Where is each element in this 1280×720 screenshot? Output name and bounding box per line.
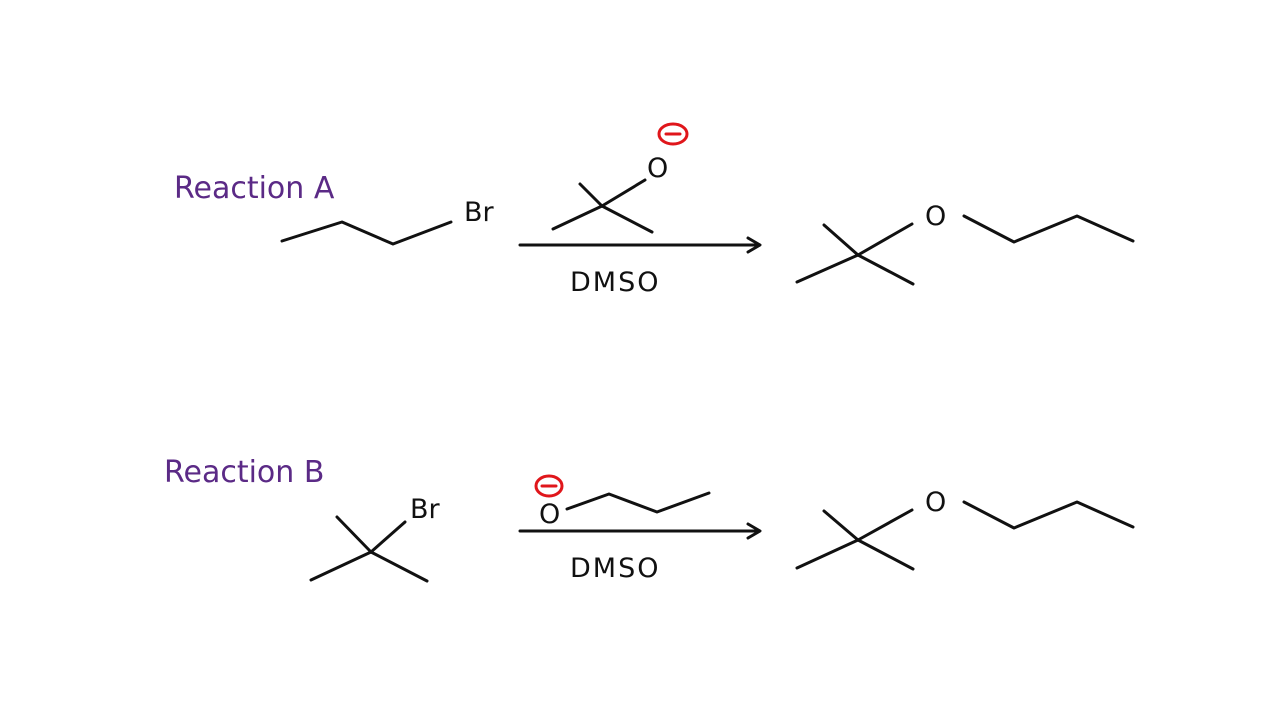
reaction-b-reagent-oxygen: O <box>539 499 560 530</box>
negative-charge-icon <box>657 122 689 146</box>
reaction-a-solvent: DMSO <box>570 267 660 298</box>
reagent-a-bond-2 <box>578 182 604 208</box>
reagent-a-bond-1 <box>551 204 604 231</box>
reaction-a-reactant-chain <box>280 220 453 246</box>
reaction-a-title: Reaction A <box>174 171 335 206</box>
reagent-a-bond-3 <box>600 204 654 234</box>
reaction-b-product-oxygen: O <box>925 487 946 518</box>
reaction-a-arrow <box>518 236 762 254</box>
reaction-a-reagent: O <box>551 122 689 234</box>
reaction-b-title: Reaction B <box>164 455 324 490</box>
reaction-a-reagent-oxygen: O <box>647 153 668 184</box>
negative-charge-icon <box>534 474 564 498</box>
reaction-b-solvent: DMSO <box>570 553 660 584</box>
reaction-b-reactant: Br <box>309 494 441 583</box>
reaction-b-reagent: O <box>534 474 711 530</box>
reaction-b-arrow <box>518 522 762 540</box>
reaction-b: Reaction B Br O DMSO <box>164 455 1135 584</box>
reaction-a-product: O <box>795 201 1135 286</box>
reaction-a-reactant-bromine: Br <box>464 197 495 228</box>
reaction-a: Reaction A Br O DMSO <box>174 122 1135 298</box>
reaction-a-reactant: Br <box>280 197 495 246</box>
reaction-b-reactant-bromine: Br <box>410 494 441 525</box>
reaction-a-product-oxygen: O <box>925 201 946 232</box>
reagent-a-bond-4 <box>600 178 647 208</box>
reaction-b-product: O <box>795 487 1135 571</box>
